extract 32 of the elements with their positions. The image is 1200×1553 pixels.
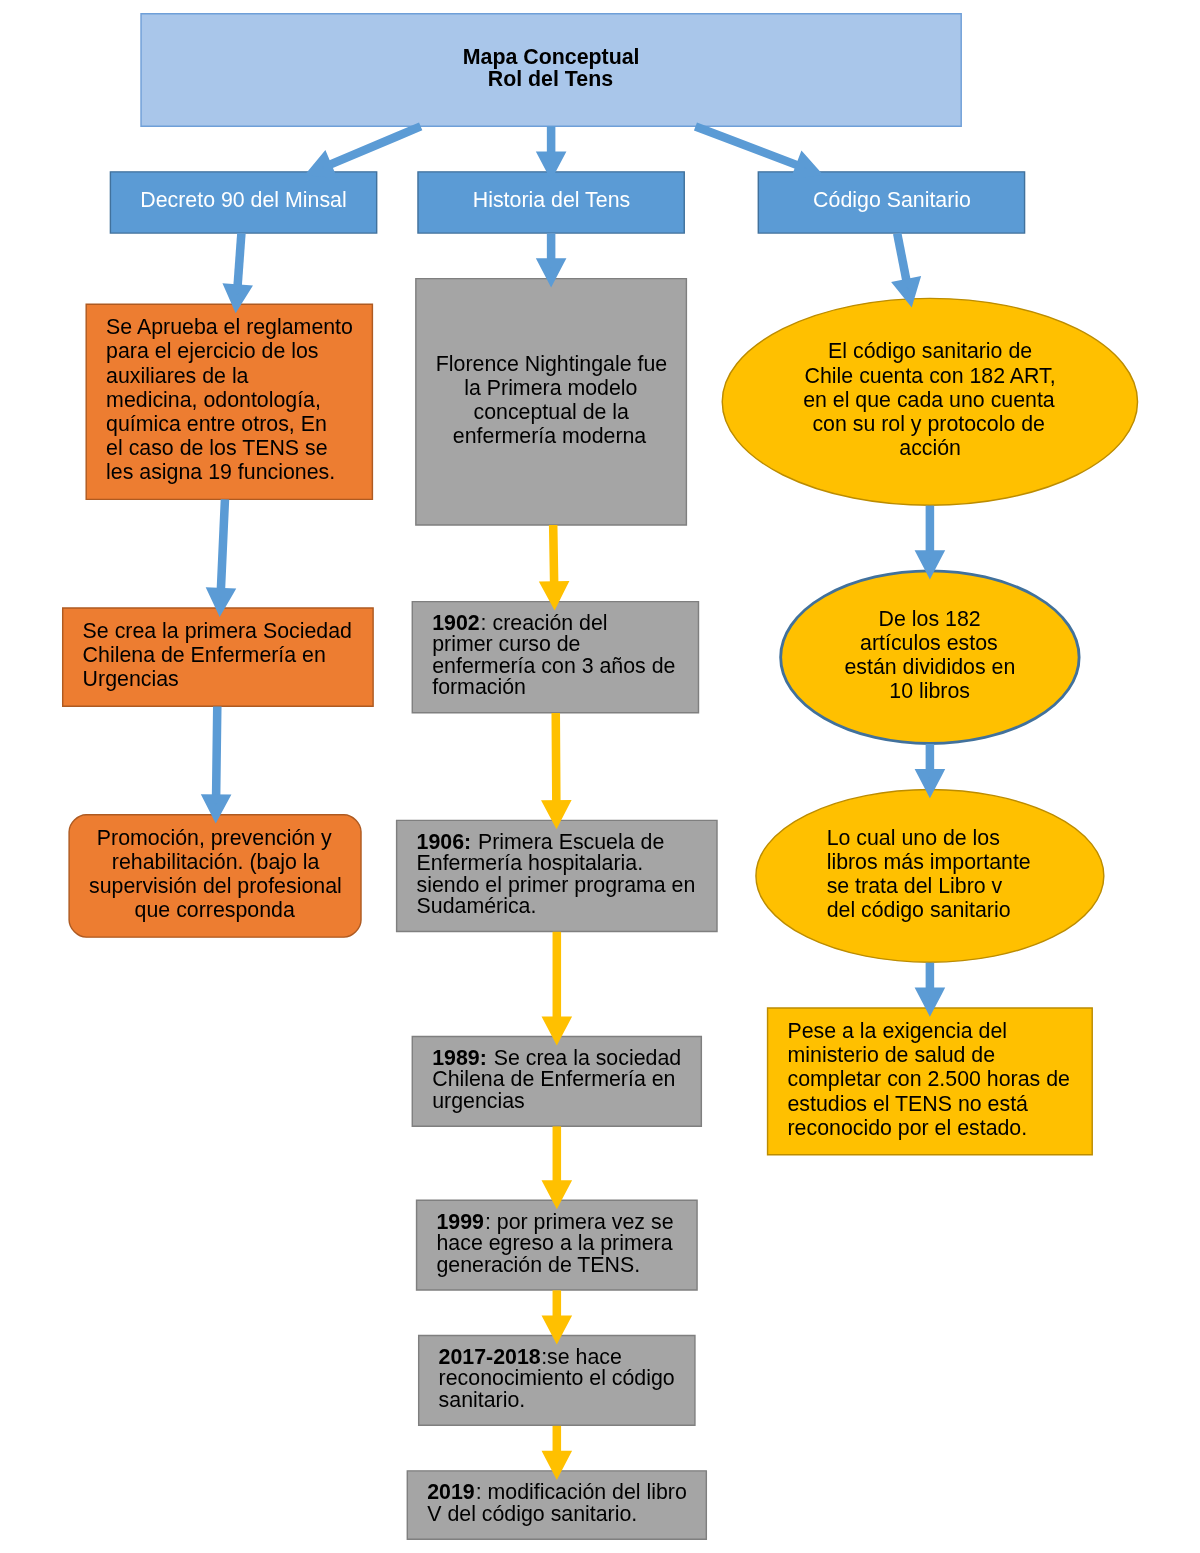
arrow <box>205 499 237 617</box>
arrow <box>541 1425 573 1480</box>
arrow <box>541 931 573 1046</box>
node-box: Pese a la exigencia del ministerio de salud de completar con 2.500 horas de estudios el TENS no está reconocido por el estado. <box>766 1007 1093 1156</box>
node-box: 1902: creación del primer curso de enfermería con 3 años de formación <box>411 600 700 714</box>
node-box: 1999: por primera vez se hace egreso a la primera generación de TENS. <box>415 1199 698 1291</box>
node-box: Mapa Conceptual Rol del Tens <box>140 13 962 127</box>
arrow <box>222 233 253 314</box>
arrow <box>914 505 946 580</box>
arrow <box>535 233 567 288</box>
node-box: 2017-2018:se hace reconocimiento el código sanitario. <box>418 1334 696 1426</box>
node-box: Promoción, prevención y rehabilitación. (bajo la supervisión del profesional que corresponda <box>68 813 362 938</box>
node-box: Florence Nightingale fue la Primera modelo conceptual de la enfermería moderna <box>415 277 688 526</box>
arrow <box>541 713 572 830</box>
node-box: 1906: Primera Escuela de Enfermería hospitalaria. siendo el primer programa en Sudamérica. <box>395 819 718 933</box>
node-box: Se crea la primera Sociedad Chilena de Enfermería en Urgencias <box>62 607 374 707</box>
arrow <box>541 1290 573 1345</box>
node-box: Historia del Tens <box>417 171 685 234</box>
node-ellipse: Lo cual uno de los libros más importante se trata del Libro v del código sanitario <box>755 788 1105 963</box>
node-box: Decreto 90 del Minsal <box>109 171 378 234</box>
node-ellipse: El código sanitario de Chile cuenta con 182 ART, en el que cada uno cuenta con su rol y protocolo de acción <box>721 297 1139 506</box>
arrow <box>538 524 570 611</box>
arrow <box>541 1126 573 1210</box>
node-box: 1989: Se crea la sociedad Chilena de Enfermería en urgencias <box>411 1035 703 1127</box>
node-box: Se Aprueba el reglamento para el ejercicio de los auxiliares de la medicina, odontología, química entre otros, En el caso de los TENS se les asigna 19 funciones. <box>85 303 374 501</box>
arrow <box>914 743 946 799</box>
arrow <box>891 232 922 308</box>
node-box: 2019: modificación del libro V del código sanitario. <box>406 1470 708 1540</box>
node-ellipse: De los 182 artículos estos están divididos en 10 libros <box>779 569 1081 745</box>
node-box: Código Sanitario <box>757 171 1026 234</box>
arrow <box>200 706 232 824</box>
arrow <box>914 962 946 1017</box>
